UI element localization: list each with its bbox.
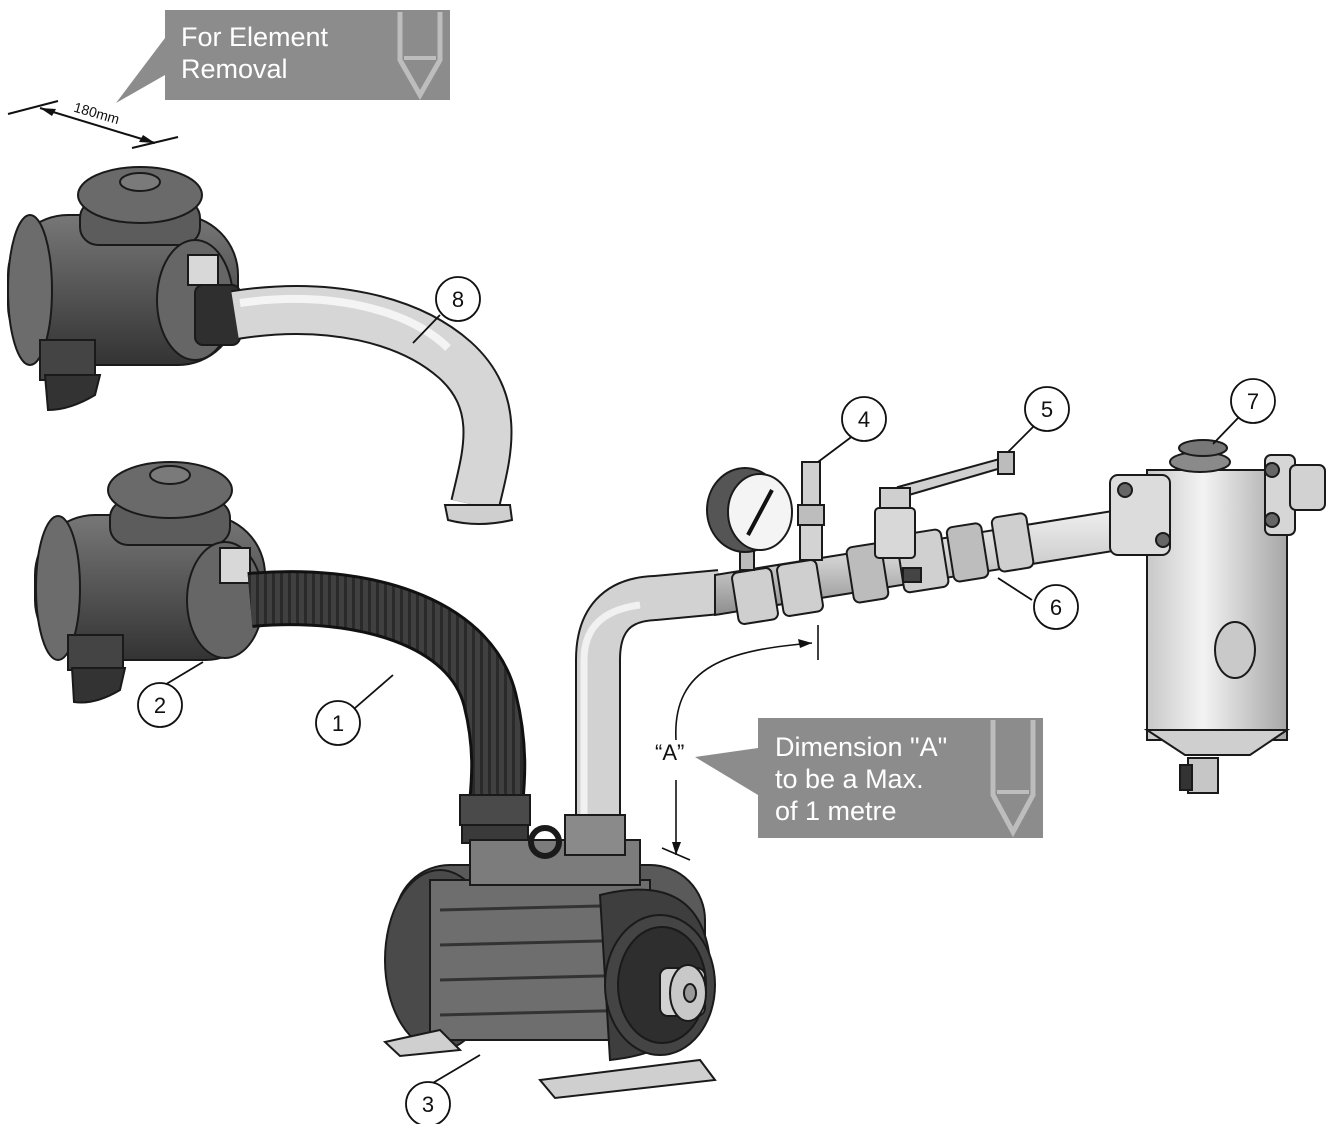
- balloon-2: 2: [137, 682, 183, 728]
- callout-pointer: [695, 748, 758, 795]
- balloon-5: 5: [1024, 386, 1070, 432]
- balloon-5-label: 5: [1041, 397, 1053, 422]
- balloon-3-label: 3: [422, 1092, 434, 1117]
- callout-line-2: to be a Max.: [775, 764, 924, 794]
- balloon-6: 6: [1033, 584, 1079, 630]
- balloon-2-label: 2: [154, 693, 166, 718]
- lower-inlet-filter: [34, 461, 266, 704]
- callout-pointer: [116, 38, 165, 103]
- callout-line-2: Removal: [181, 54, 288, 84]
- clearance-dimension-label: 180mm: [72, 99, 121, 127]
- callout-line-1: Dimension "A": [775, 732, 947, 762]
- upper-outlet-pipe: [231, 285, 514, 525]
- callout-line-3: of 1 metre: [775, 796, 897, 826]
- inline-filter: [1109, 439, 1326, 794]
- pencil-icon: [397, 12, 443, 101]
- balloon-8: 8: [435, 276, 481, 322]
- upper-inlet-filter: [7, 166, 241, 412]
- balloon-3: 3: [405, 1081, 451, 1124]
- dimension-a: [661, 625, 819, 861]
- pencil-icon: [990, 720, 1036, 838]
- relief-valve: [797, 461, 825, 561]
- vacuum-pump: [382, 814, 717, 1100]
- dimension-a-callout: Dimension "A" to be a Max. of 1 metre: [695, 718, 1043, 838]
- dimension-a-label: “A”: [655, 740, 684, 765]
- element-removal-callout: For Element Removal: [116, 10, 450, 103]
- callout-line-1: For Element: [181, 22, 329, 52]
- clearance-dimension: [7, 100, 179, 149]
- ball-valve: [874, 451, 1015, 583]
- flexible-hose: [247, 570, 531, 844]
- balloon-4: 4: [841, 396, 887, 442]
- balloon-1-label: 1: [332, 711, 344, 736]
- balloon-7: 7: [1230, 378, 1276, 424]
- balloon-4-label: 4: [858, 407, 870, 432]
- balloon-8-label: 8: [452, 287, 464, 312]
- vacuum-gauge: [706, 467, 793, 571]
- balloon-7-label: 7: [1247, 389, 1259, 414]
- balloon-6-label: 6: [1050, 595, 1062, 620]
- balloon-1: 1: [315, 700, 361, 746]
- discharge-riser-pipe: [575, 569, 723, 845]
